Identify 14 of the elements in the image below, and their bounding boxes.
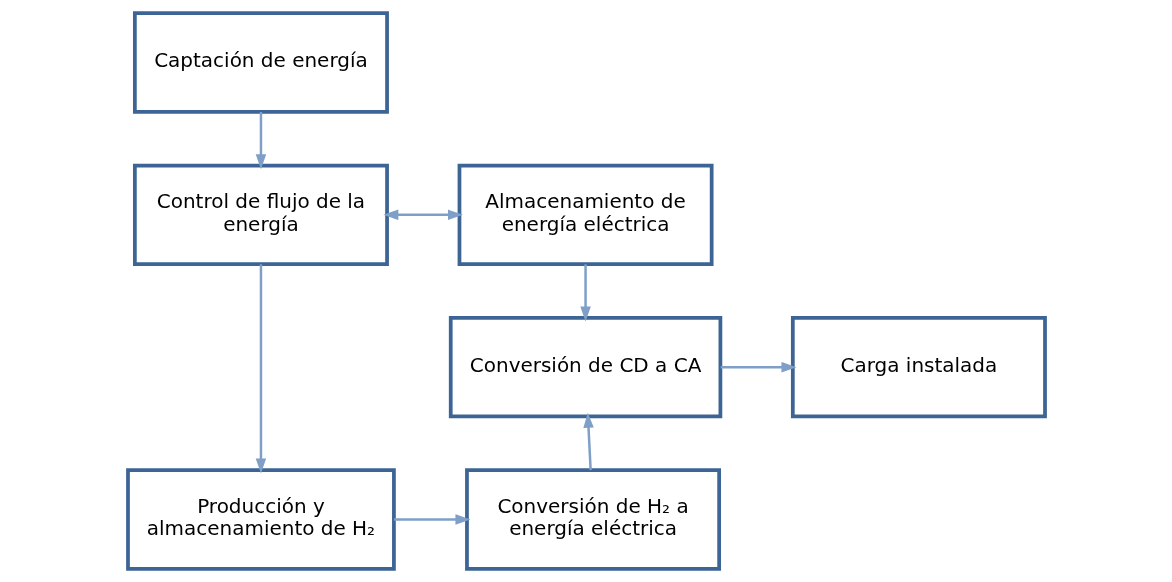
- arrow: [720, 361, 796, 373]
- node-box: Captación de energía: [132, 11, 389, 114]
- node-box: Producción y almacenamiento de H₂: [125, 468, 396, 571]
- arrow: [382, 209, 463, 221]
- arrow: [255, 264, 266, 474]
- node-box: Control de flujo de la energía: [132, 163, 389, 267]
- arrow: [579, 264, 591, 322]
- node-box: Carga instalada: [790, 315, 1047, 419]
- arrow: [393, 514, 470, 525]
- node-box: Conversión de H₂ a energía eléctrica: [464, 468, 721, 571]
- arrow: [582, 412, 594, 471]
- node-box: Conversión de CD a CA: [448, 315, 722, 419]
- arrow: [255, 112, 266, 170]
- node-box: Almacenamiento de energía eléctrica: [457, 163, 714, 267]
